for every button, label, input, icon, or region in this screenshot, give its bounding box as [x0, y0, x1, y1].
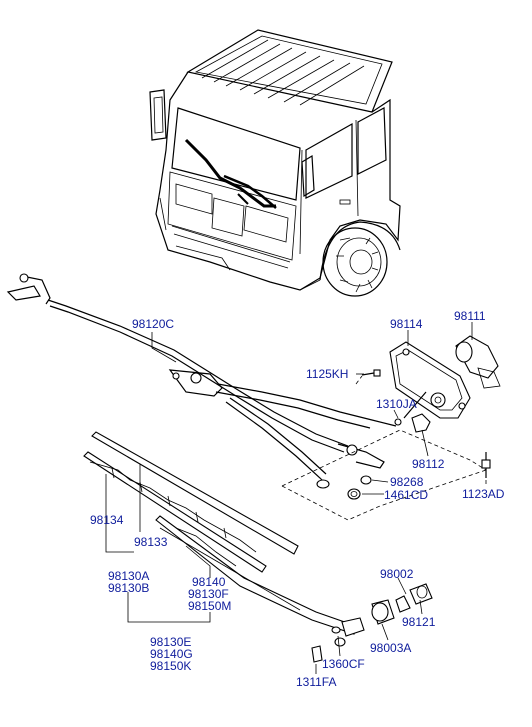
- right-mirror: [301, 154, 315, 198]
- label-1310JA: 1310JA: [376, 397, 417, 411]
- label-98112: 98112: [412, 457, 445, 471]
- small-hardware: [347, 369, 491, 500]
- label-98130A: 98130A: [108, 569, 149, 583]
- front-wheel: [322, 227, 388, 297]
- cab-body: [155, 71, 401, 291]
- label-98140: 98140: [192, 575, 226, 589]
- label-98130F: 98130F: [188, 587, 229, 601]
- label-98121: 98121: [402, 615, 436, 629]
- label-98114: 98114: [390, 317, 423, 331]
- label-98268: 98268: [390, 475, 424, 489]
- nut-1311FA: [311, 645, 323, 663]
- side-window: [305, 122, 353, 199]
- washer-98268: [360, 475, 372, 485]
- label-98111: 98111: [454, 309, 486, 323]
- crank-98112: [411, 413, 431, 433]
- label-1360CF: 1360CF: [322, 657, 365, 671]
- dashed-guide-lines: [281, 375, 487, 521]
- label-98140G: 98140G: [150, 647, 193, 661]
- label-98130E: 98130E: [150, 635, 191, 649]
- label-1125KH: 1125KH: [306, 367, 348, 381]
- wheel-arch: [319, 221, 401, 281]
- blade-98133: [91, 431, 299, 555]
- label-98150K: 98150K: [150, 659, 191, 673]
- left-mirror: [149, 89, 167, 141]
- wiper-motor-assembly: [389, 335, 501, 419]
- label-1311FA: 1311FA: [296, 675, 336, 689]
- wiper-blades-arms: [83, 431, 365, 637]
- part-labels: 98120C 98114 98111 1125KH 1310JA 98112 9…: [90, 309, 505, 689]
- label-1461CD: 1461CD: [384, 488, 428, 502]
- arm-98140: [155, 515, 357, 635]
- label-98133: 98133: [134, 535, 168, 549]
- truck-cab-illustration: [149, 29, 401, 297]
- windscreen: [171, 107, 301, 201]
- blade-98134: [83, 451, 267, 573]
- label-98130B: 98130B: [108, 581, 149, 595]
- nut-1310JA: [394, 418, 402, 426]
- seal-98002: [395, 595, 411, 613]
- label-98150M: 98150M: [188, 599, 231, 613]
- nut-1461CD: [347, 488, 361, 500]
- label-98002: 98002: [380, 567, 414, 581]
- wiper-linkage-98120C: [6, 273, 397, 489]
- label-98134: 98134: [90, 513, 124, 527]
- cap-98121: [409, 583, 433, 605]
- label-98120C: 98120C: [132, 317, 174, 331]
- label-98003A: 98003A: [370, 641, 411, 655]
- door-handle: [339, 199, 351, 205]
- bolt-1123AD: [481, 459, 491, 469]
- cap-1360CF: [334, 637, 346, 647]
- wiper-blade-right-on-cab: [223, 174, 277, 209]
- wiper-blade-left-on-cab: [184, 138, 276, 208]
- label-1123AD: 1123AD: [462, 487, 505, 501]
- leader-lines: [105, 322, 487, 674]
- pivot-parts: [311, 583, 433, 663]
